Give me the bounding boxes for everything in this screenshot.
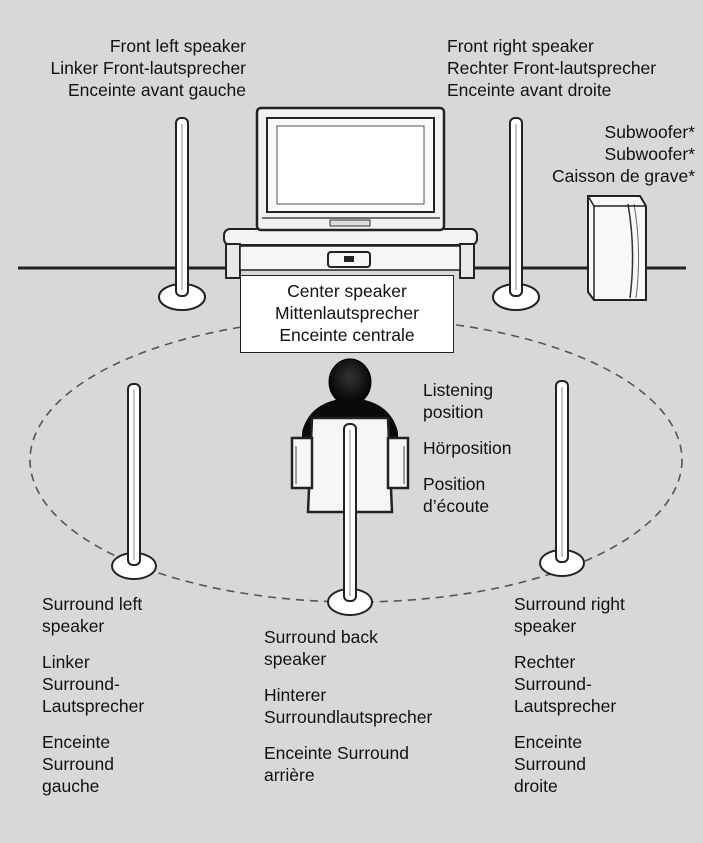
subwoofer [587, 195, 647, 301]
surround-left-en-2: speaker [42, 616, 105, 636]
surround-right-fr-2: Surround [514, 754, 586, 774]
center-speaker-label: Center speaker Mittenlautsprecher Encein… [240, 275, 454, 353]
surround-back-speaker [327, 423, 373, 616]
surround-left-speaker [111, 383, 157, 580]
surround-right-de-1: Rechter [514, 652, 576, 672]
surround-back-en-1: Surround back [264, 627, 378, 647]
surround-back-label: Surround back speaker Hinterer Surroundl… [264, 626, 432, 786]
front-left-speaker [158, 117, 206, 311]
front-left-label: Front left speaker Linker Front-lautspre… [51, 35, 247, 101]
listening-label-en-1: Listening [423, 380, 494, 400]
front-right-label: Front right speaker Rechter Front-lautsp… [447, 35, 656, 101]
surround-left-fr-1: Enceinte [42, 732, 111, 752]
surround-back-de-2: Surroundlautsprecher [264, 707, 433, 727]
subwoofer-label: Subwoofer* Subwoofer* Caisson de grave* [552, 121, 695, 187]
front-right-speaker [492, 117, 540, 311]
tv [255, 106, 446, 232]
surround-right-de-3: Lautsprecher [514, 696, 617, 716]
surround-right-en-1: Surround right [514, 594, 625, 614]
subwoofer-label-de: Subwoofer* [604, 144, 695, 164]
listening-position-label: Listening position Hörposition Position … [423, 379, 512, 517]
listening-label-fr-2: d’écoute [423, 496, 490, 516]
surround-right-speaker [539, 380, 585, 577]
surround-right-de-2: Surround- [514, 674, 592, 694]
listening-label-de: Hörposition [423, 438, 512, 458]
surround-left-fr-2: Surround [42, 754, 114, 774]
surround-right-fr-1: Enceinte [514, 732, 583, 752]
center-label-en: Center speaker [287, 281, 407, 301]
surround-left-de-3: Lautsprecher [42, 696, 145, 716]
surround-back-en-2: speaker [264, 649, 327, 669]
surround-left-de-2: Surround- [42, 674, 120, 694]
surround-left-en-1: Surround left [42, 594, 143, 614]
front-right-label-fr: Enceinte avant droite [447, 80, 612, 100]
surround-back-fr-2: arrière [264, 765, 315, 785]
subwoofer-label-en: Subwoofer* [604, 122, 695, 142]
surround-back-de-1: Hinterer [264, 685, 327, 705]
surround-left-label: Surround left speaker Linker Surround- L… [42, 593, 144, 797]
center-label-fr: Enceinte centrale [279, 325, 415, 345]
front-right-label-en: Front right speaker [447, 36, 594, 56]
front-left-label-en: Front left speaker [109, 36, 246, 56]
surround-back-fr-1: Enceinte Surround [264, 743, 409, 763]
listening-label-fr-1: Position [423, 474, 486, 494]
front-left-label-de: Linker Front-lautsprecher [50, 58, 247, 78]
center-label-de: Mittenlautsprecher [275, 303, 419, 323]
front-right-label-de: Rechter Front-lautsprecher [447, 58, 657, 78]
surround-left-fr-3: gauche [42, 776, 100, 796]
front-left-label-fr: Enceinte avant gauche [67, 80, 246, 100]
surround-left-de-1: Linker [42, 652, 90, 672]
surround-right-fr-3: droite [514, 776, 558, 796]
center-speaker [327, 251, 371, 268]
listening-label-en-2: position [423, 402, 484, 422]
surround-right-label: Surround right speaker Rechter Surround-… [514, 593, 625, 797]
surround-right-en-2: speaker [514, 616, 577, 636]
subwoofer-label-fr: Caisson de grave* [552, 166, 695, 186]
